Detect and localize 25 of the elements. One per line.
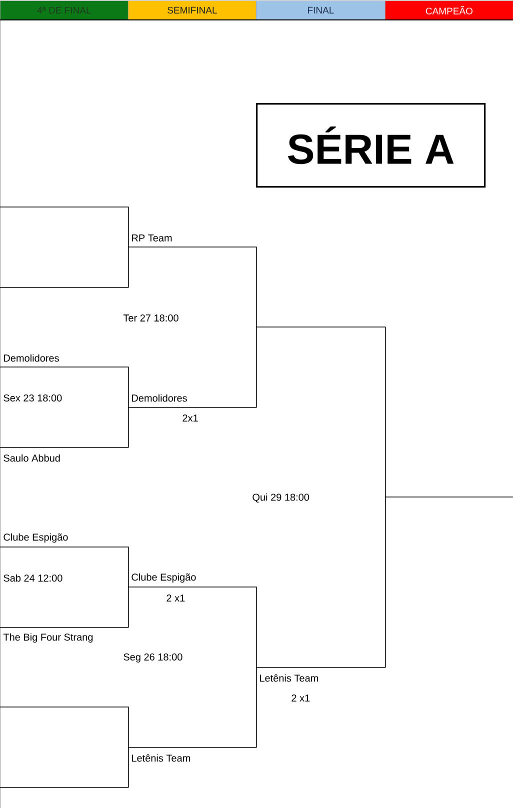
match-time: Ter 27 18:00 [123, 314, 178, 322]
team-name: Clube Espigão [132, 573, 196, 583]
match-bracket [0, 706, 129, 788]
stage-header: CAMPEÃO [384, 0, 513, 20]
team-name: Demolidores [132, 394, 187, 402]
match-time: Sex 23 18:00 [4, 394, 62, 402]
champion-line [384, 496, 513, 498]
team-name: Letênis Team [260, 674, 318, 682]
stage-header: 4ª DE FINAL [0, 0, 129, 20]
match-time: Qui 29 18:00 [252, 493, 310, 503]
team-name: Saulo Abbud [4, 454, 60, 462]
team-name: The Big Four Strang [3, 633, 93, 643]
stage-header: FINAL [256, 0, 386, 20]
match-score: 2 x1 [166, 594, 185, 602]
stage-header: SEMIFINAL [128, 0, 257, 20]
match-bracket [0, 206, 129, 288]
team-name: Demolidores [4, 354, 59, 362]
match-score: 2x1 [182, 414, 198, 422]
title-box: SÉRIE A [256, 103, 486, 188]
match-score: 2 x1 [292, 694, 310, 702]
team-name: Clube Espigão [4, 533, 68, 543]
match-time: Sab 24 12:00 [4, 574, 62, 582]
team-name: RP Team [132, 234, 172, 242]
team-name: Letênis Team [132, 754, 190, 762]
match-time: Seg 26 18:00 [124, 653, 182, 663]
